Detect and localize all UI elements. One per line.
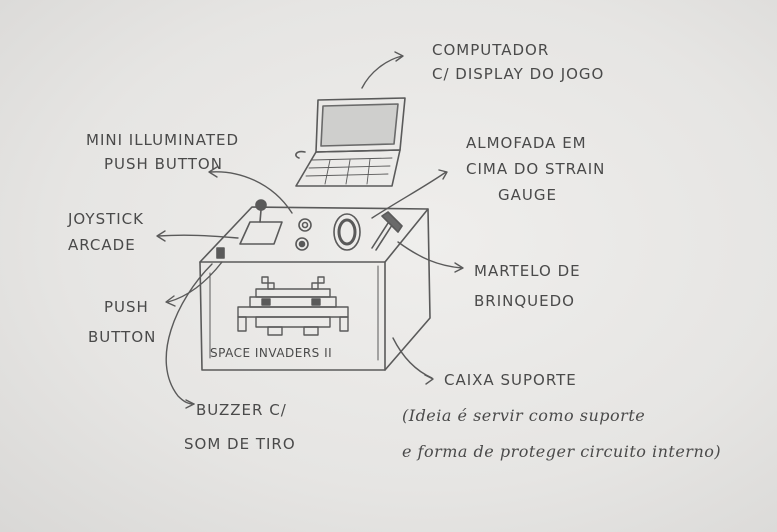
label-buzzer: BUZZER C/ SOM DE TIRO [184, 393, 296, 461]
label-line: JOYSTICK [68, 210, 144, 228]
label-line: C/ DISPLAY DO JOGO [432, 65, 605, 83]
hammer-drawing [371, 211, 403, 251]
label-caixa-note: (Ideia é servir como suporte e forma de … [402, 398, 721, 470]
label-line: (Ideia é servir como suporte [402, 406, 646, 425]
label-line: BRINQUEDO [474, 292, 575, 310]
box-title: SPACE INVADERS II [210, 346, 333, 360]
push-button-drawing [295, 237, 309, 251]
label-line: e forma de proteger circuito interno) [402, 442, 722, 461]
label-line: BUTTON [88, 328, 157, 346]
label-line: MARTELO DE [474, 262, 581, 280]
mini-button-drawing [298, 218, 312, 232]
label-line: CIMA DO STRAIN [466, 160, 606, 178]
label-line: BUZZER C/ [196, 401, 287, 419]
space-invader-drawing [237, 276, 349, 336]
label-line: ARCADE [68, 236, 136, 254]
support-box-drawing [199, 206, 431, 371]
buzzer-drawing [216, 247, 225, 259]
label-caixa: CAIXA SUPORTE [444, 368, 577, 392]
label-line: MINI ILLUMINATED [86, 131, 240, 149]
label-line: ALMOFADA EM [466, 134, 587, 152]
label-computador: COMPUTADOR C/ DISPLAY DO JOGO [432, 38, 604, 86]
label-line: CAIXA SUPORTE [444, 371, 577, 389]
label-mini-button: MINI ILLUMINATED PUSH BUTTON [86, 128, 239, 176]
label-martelo: MARTELO DE BRINQUEDO [474, 256, 581, 316]
label-push-button: PUSH BUTTON [88, 292, 156, 352]
pad-drawing [333, 213, 361, 251]
joystick-drawing [239, 199, 283, 245]
label-almofada: ALMOFADA EM CIMA DO STRAIN GAUGE [466, 130, 605, 208]
label-line: SOM DE TIRO [184, 435, 296, 453]
label-line: COMPUTADOR [432, 41, 550, 59]
laptop-drawing [295, 97, 406, 187]
annotation-arrows [156, 51, 464, 409]
label-line: PUSH BUTTON [104, 155, 223, 173]
label-joystick: JOYSTICK ARCADE [68, 206, 144, 258]
label-line: PUSH [104, 298, 149, 316]
label-line: GAUGE [498, 186, 557, 204]
